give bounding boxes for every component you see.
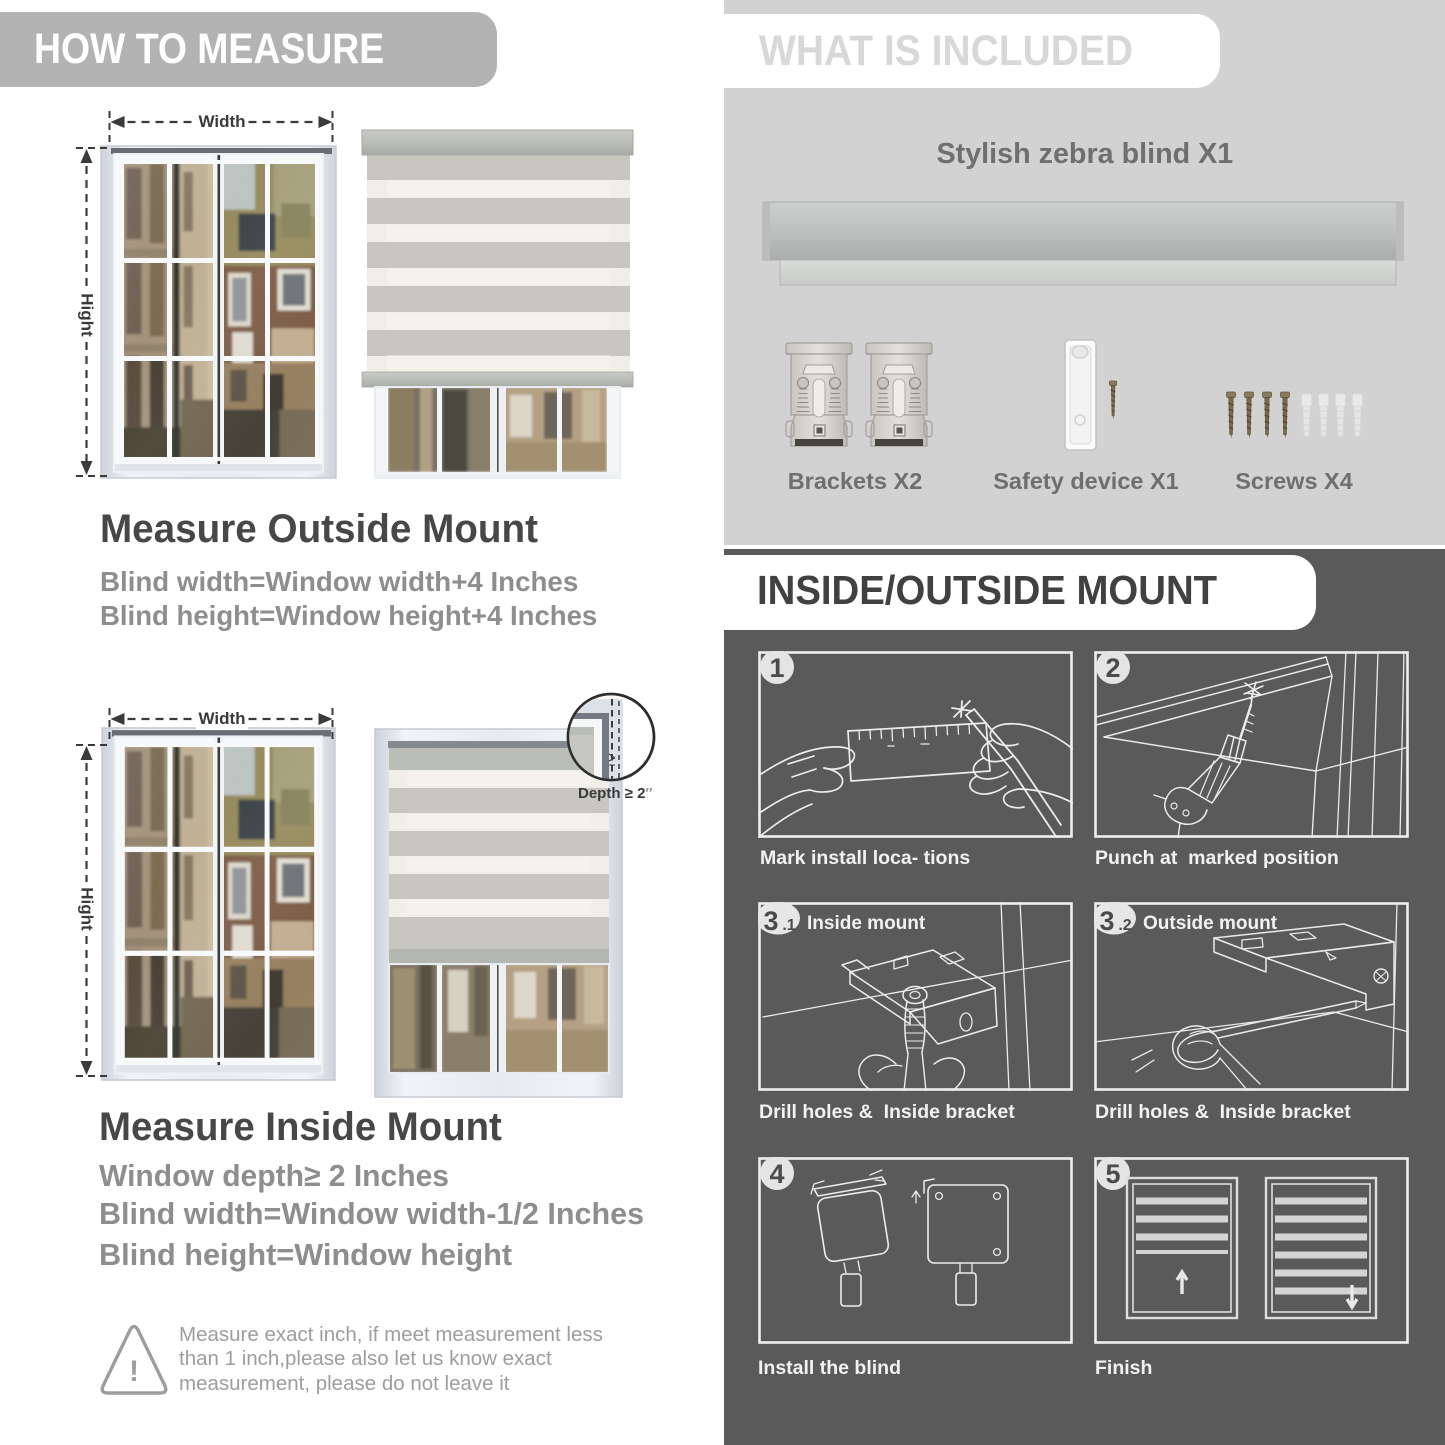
svg-text:4: 4 xyxy=(769,1159,784,1189)
svg-text:!: ! xyxy=(129,1355,139,1388)
svg-text:.1: .1 xyxy=(782,917,795,934)
svg-text:.2: .2 xyxy=(1118,917,1131,934)
svg-text:2: 2 xyxy=(1105,653,1120,683)
svg-text:1: 1 xyxy=(769,653,784,683)
svg-text:3: 3 xyxy=(1099,906,1114,936)
svg-text:3: 3 xyxy=(763,906,778,936)
svg-text:5: 5 xyxy=(1105,1159,1120,1189)
